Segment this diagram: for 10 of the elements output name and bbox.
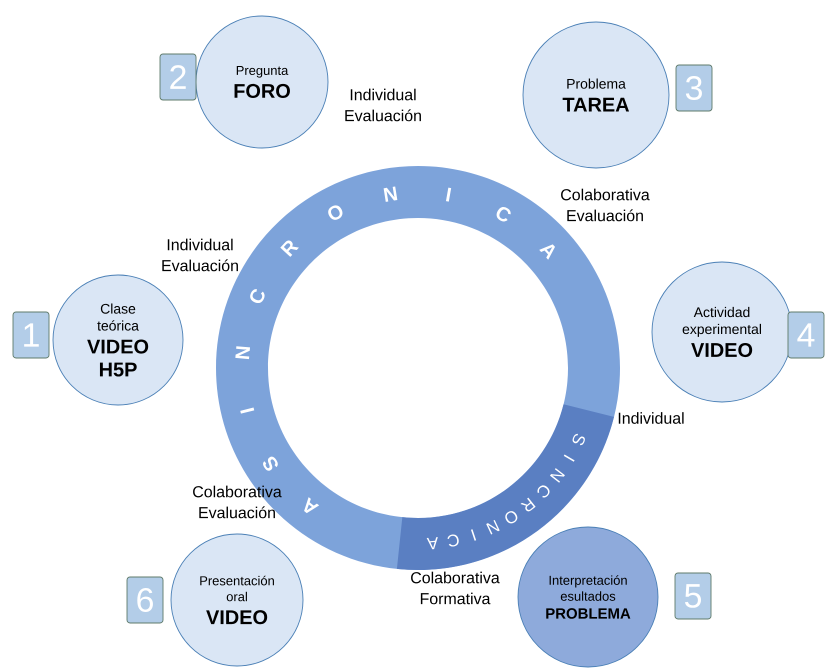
number-badge: 3 xyxy=(676,64,712,112)
modality-label: Individual Evaluación xyxy=(345,88,421,122)
number-badge: 5 xyxy=(674,572,712,620)
number-badge: 1 xyxy=(12,312,50,358)
modality-label: Colaborativa Formativa xyxy=(411,572,500,604)
ring-segment: SINCRONICA xyxy=(396,404,614,570)
modality-label: Individual xyxy=(618,412,684,424)
number-badge: 4 xyxy=(788,312,824,358)
number-badge: 6 xyxy=(126,576,164,624)
number-badge: 2 xyxy=(160,54,196,100)
